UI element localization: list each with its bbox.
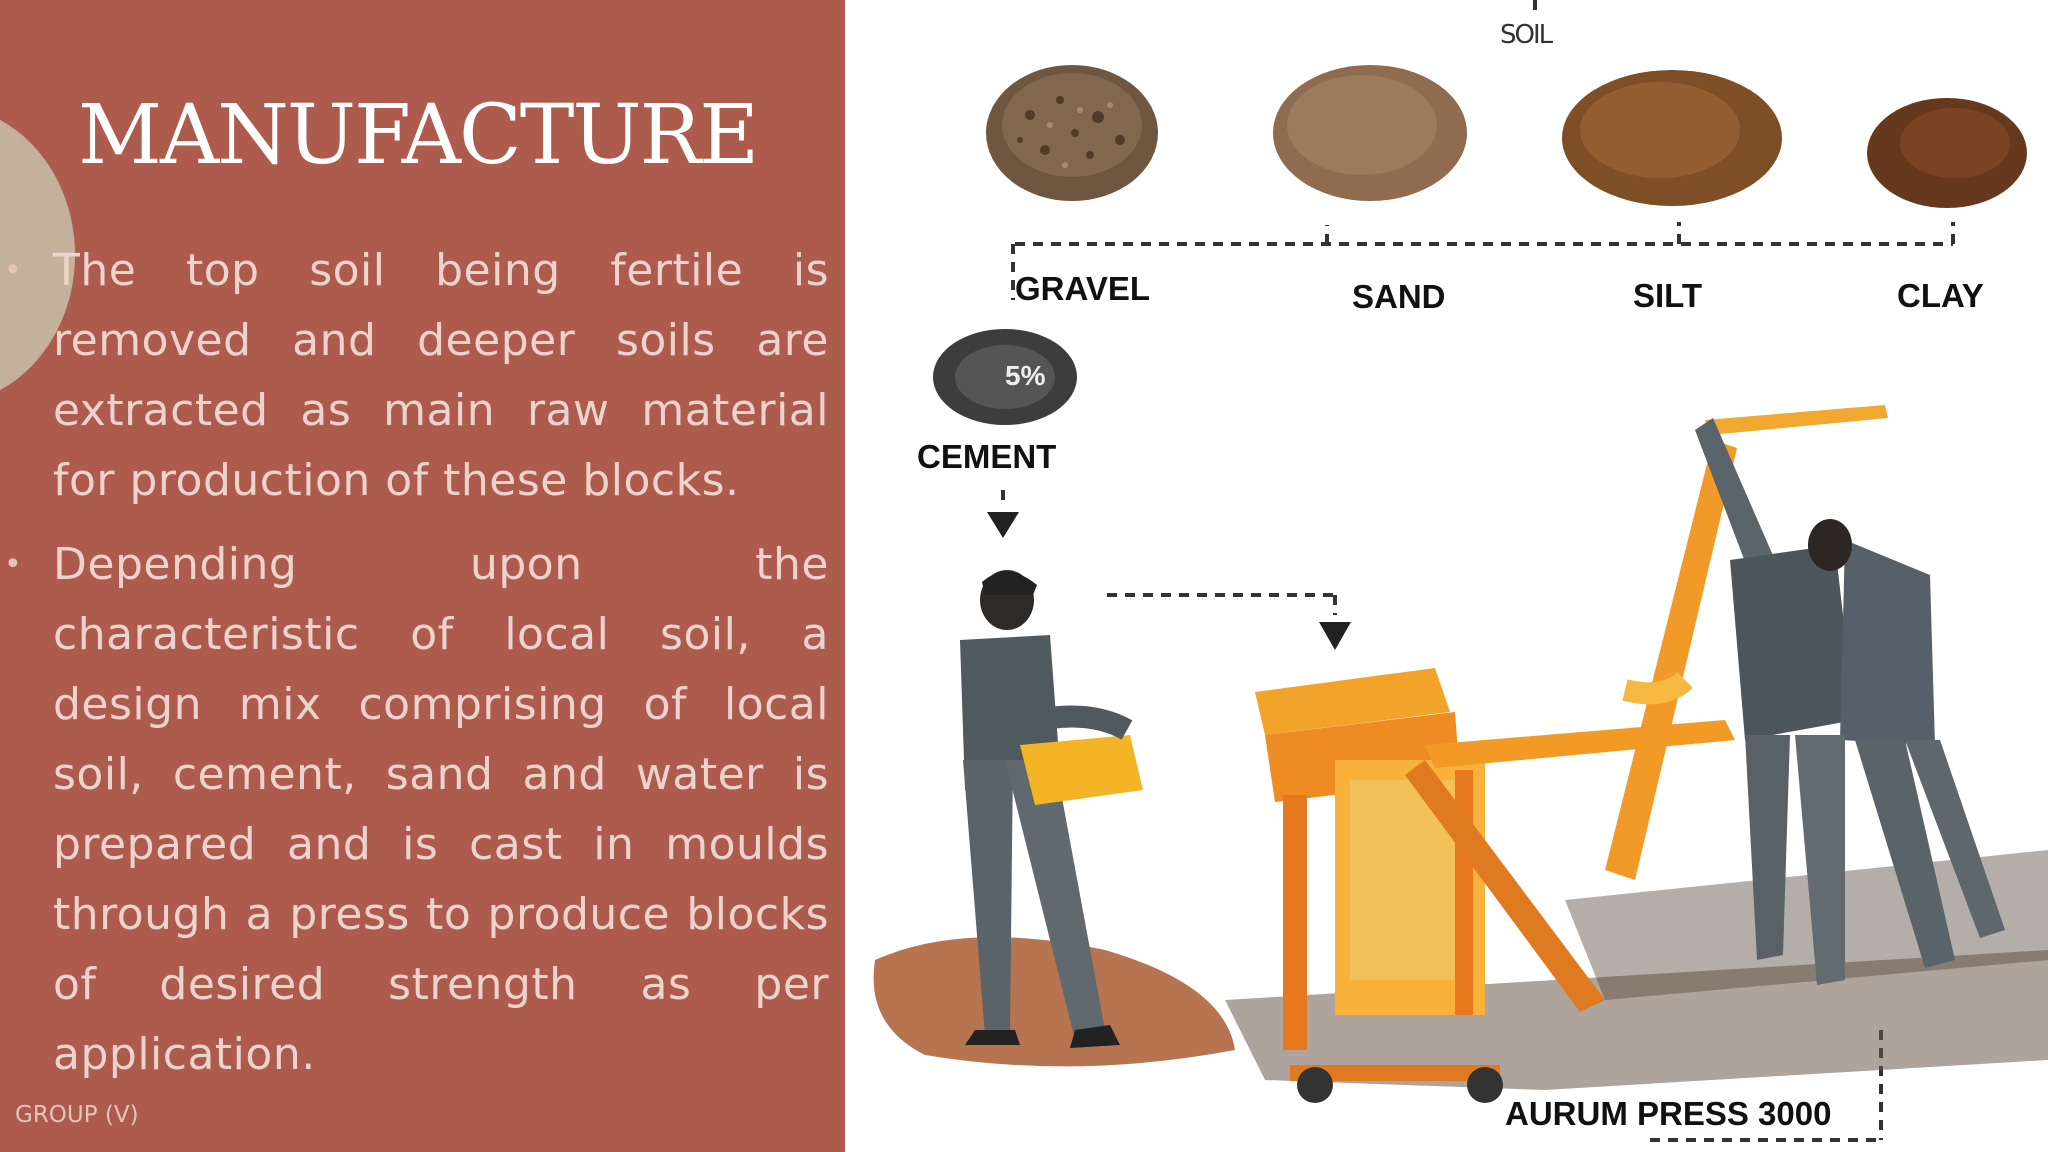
bullet-icon: • <box>4 253 23 288</box>
press-label: AURUM PRESS 3000 <box>1505 1095 1832 1132</box>
bullet-text: Depending upon the characteristic of loc… <box>53 539 829 1080</box>
bullet-list: • The top soil being fertile is removed … <box>0 236 845 1104</box>
gravel-label: GRAVEL <box>1015 270 1151 307</box>
soil-label: SOIL <box>1500 20 1553 50</box>
clay-pile-image <box>1867 98 2027 208</box>
bullet-item: • The top soil being fertile is removed … <box>0 236 845 516</box>
footer-label: GROUP (V) <box>15 1102 139 1128</box>
manufacturing-diagram: SOIL GRAVEL SAND SILT CLAY 5% CEMENT <box>845 0 2048 1152</box>
bullet-text: The top soil being fertile is removed an… <box>53 245 829 506</box>
gravel-pile-image <box>986 65 1158 201</box>
cement-percent-badge: 5% <box>1005 360 1046 391</box>
bullet-icon: • <box>4 547 23 582</box>
sand-label: SAND <box>1352 278 1446 315</box>
bullet-item: • Depending upon the characteristic of l… <box>0 530 845 1090</box>
slide-title: MANUFACTURE <box>78 88 759 183</box>
workers-operating-lever-figure <box>1695 418 2005 985</box>
text-panel: MANUFACTURE • The top soil being fertile… <box>0 0 845 1152</box>
clay-label: CLAY <box>1897 277 1984 314</box>
arrow-down-icon <box>1319 622 1351 650</box>
sand-pile-image <box>1273 65 1467 201</box>
arrow-down-icon <box>987 512 1019 538</box>
cement-pile-image <box>933 329 1077 425</box>
cement-label: CEMENT <box>917 438 1057 475</box>
silt-pile-image <box>1562 70 1782 206</box>
worker-carrying-figure <box>960 570 1143 1048</box>
silt-label: SILT <box>1633 277 1703 314</box>
aurum-press-machine <box>1255 405 1888 1103</box>
